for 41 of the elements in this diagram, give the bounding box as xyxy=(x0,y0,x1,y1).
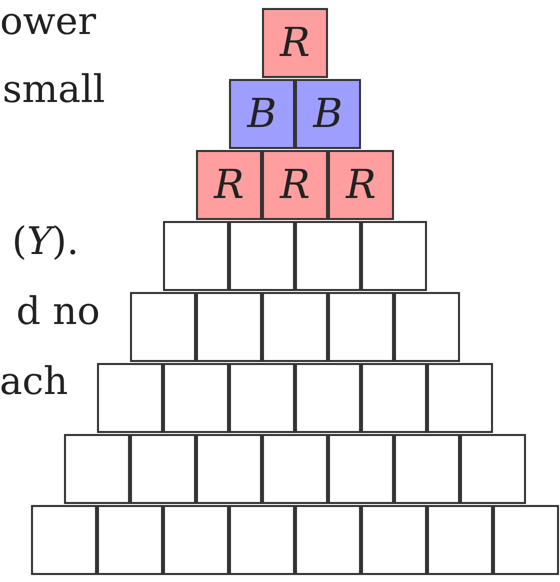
letter-square: B xyxy=(295,79,361,149)
empty-square xyxy=(196,292,262,362)
empty-square xyxy=(229,221,295,291)
empty-square xyxy=(97,505,163,575)
empty-square xyxy=(163,221,229,291)
empty-square xyxy=(427,363,493,433)
empty-square xyxy=(328,434,394,504)
letter-square: R xyxy=(196,150,262,220)
empty-square xyxy=(163,363,229,433)
letter-square: R xyxy=(328,150,394,220)
text-fragment: ower xyxy=(0,2,96,40)
empty-square xyxy=(361,221,427,291)
empty-square xyxy=(229,363,295,433)
empty-square xyxy=(163,505,229,575)
empty-square xyxy=(427,505,493,575)
text-fragment: small xyxy=(2,70,105,108)
empty-square xyxy=(262,292,328,362)
empty-square xyxy=(493,505,559,575)
empty-square xyxy=(295,505,361,575)
empty-square xyxy=(361,505,427,575)
letter-square: R xyxy=(262,150,328,220)
empty-square xyxy=(130,292,196,362)
empty-square xyxy=(295,221,361,291)
empty-square xyxy=(196,434,262,504)
text-fragment: (Y). xyxy=(12,222,79,260)
empty-square xyxy=(328,292,394,362)
empty-square xyxy=(97,363,163,433)
letter-square: R xyxy=(262,8,328,78)
empty-square xyxy=(460,434,526,504)
empty-square xyxy=(130,434,196,504)
empty-square xyxy=(229,505,295,575)
letter-square: B xyxy=(229,79,295,149)
empty-square xyxy=(394,434,460,504)
empty-square xyxy=(31,505,97,575)
empty-square xyxy=(262,434,328,504)
empty-square xyxy=(64,434,130,504)
empty-square xyxy=(394,292,460,362)
empty-square xyxy=(361,363,427,433)
text-fragment: d no xyxy=(16,292,100,330)
text-fragment: ach xyxy=(0,362,68,400)
empty-square xyxy=(295,363,361,433)
